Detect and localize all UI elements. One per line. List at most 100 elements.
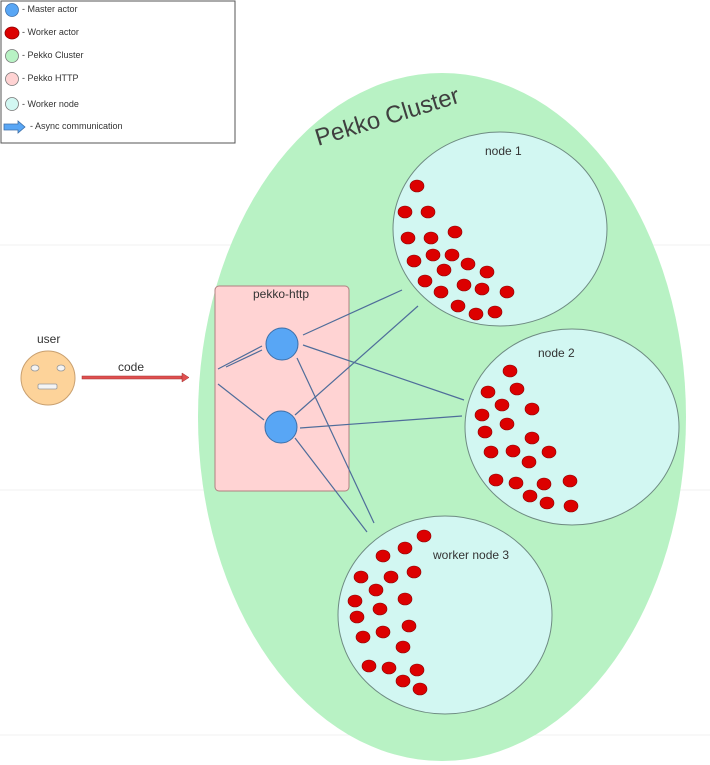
worker-actor-dot xyxy=(521,455,537,469)
worker-actor-dot xyxy=(536,477,552,491)
edge-m2-node1 xyxy=(294,305,419,416)
edge-http-master1 xyxy=(217,345,263,370)
worker-actor-dot xyxy=(444,248,460,262)
code-arrow xyxy=(81,372,190,383)
edge-m2-node3 xyxy=(294,437,368,533)
worker-actor-dot xyxy=(460,257,476,271)
worker-actor-dot xyxy=(400,231,416,245)
worker-actor-dot xyxy=(494,398,510,412)
worker-actor-dot xyxy=(562,474,578,488)
worker-actor-dot xyxy=(539,496,555,510)
worker-actor-dot xyxy=(412,682,428,696)
worker-node-3: worker node 3 xyxy=(337,515,553,715)
worker-actor-dot xyxy=(436,263,452,277)
worker-actor-dot xyxy=(375,625,391,639)
worker-actor-dot xyxy=(395,640,411,654)
worker-actor-dot xyxy=(483,445,499,459)
worker-actor-dot xyxy=(361,659,377,673)
worker-actor-dot xyxy=(347,594,363,608)
worker-actor-dot xyxy=(499,417,515,431)
node-3-label: worker node 3 xyxy=(432,548,509,562)
worker-actor-dot xyxy=(397,541,413,555)
worker-actor-dot xyxy=(368,583,384,597)
pekko-http-label: pekko-http xyxy=(253,287,309,301)
worker-actor-dot xyxy=(474,282,490,296)
worker-actor-dot xyxy=(406,565,422,579)
worker-node-legend-icon xyxy=(5,97,19,111)
worker-actor-dot xyxy=(383,570,399,584)
worker-actor-dot xyxy=(349,610,365,624)
worker-actor-dot xyxy=(397,592,413,606)
worker-actor-dot xyxy=(502,364,518,378)
legend-label-node: - Worker node xyxy=(22,99,79,109)
worker-actor-dot xyxy=(487,305,503,319)
worker-actor-dot xyxy=(524,402,540,416)
worker-actor-dot xyxy=(406,254,422,268)
worker-actor-dot xyxy=(417,274,433,288)
worker-actor-dot xyxy=(524,431,540,445)
worker-actor-dot xyxy=(488,473,504,487)
async-arrow-legend-icon xyxy=(3,120,26,134)
worker-actor-legend-icon xyxy=(4,26,20,40)
master-actor-legend-icon xyxy=(5,3,19,17)
worker-actors xyxy=(347,179,579,696)
legend: - Master actor - Worker actor - Pekko Cl… xyxy=(0,0,236,144)
worker-actor-dot xyxy=(381,661,397,675)
worker-actor-dot xyxy=(375,549,391,563)
edge-m1-node1 xyxy=(302,289,403,336)
legend-label-async: - Async communication xyxy=(30,121,123,131)
worker-actor-dot xyxy=(409,663,425,677)
worker-actor-dot xyxy=(505,444,521,458)
worker-actor-dot xyxy=(395,674,411,688)
legend-box xyxy=(0,0,236,144)
master-actor-2 xyxy=(264,410,298,444)
edge-m2-node2 xyxy=(299,415,463,429)
worker-node-1: node 1 xyxy=(392,131,608,327)
edge-http-master2 xyxy=(217,383,265,421)
worker-actor-dot xyxy=(450,299,466,313)
worker-actor-dot xyxy=(477,425,493,439)
legend-label-worker: - Worker actor xyxy=(22,27,79,37)
legend-label-http: - Pekko HTTP xyxy=(22,73,79,83)
worker-actor-dot xyxy=(425,248,441,262)
legend-label-cluster: - Pekko Cluster xyxy=(22,50,84,60)
user-label: user xyxy=(37,332,60,346)
worker-actor-dot xyxy=(353,570,369,584)
connection-edges xyxy=(217,289,465,533)
code-label: code xyxy=(118,360,144,374)
node-1-label: node 1 xyxy=(485,144,522,158)
edge-http-master1-b xyxy=(225,349,263,368)
node-2-label: node 2 xyxy=(538,346,575,360)
http-legend-icon xyxy=(5,72,19,86)
worker-actor-dot xyxy=(541,445,557,459)
user-face-icon xyxy=(20,350,76,406)
worker-actor-dot xyxy=(499,285,515,299)
worker-actor-dot xyxy=(508,476,524,490)
master-actor-1 xyxy=(265,327,299,361)
worker-actor-dot xyxy=(522,489,538,503)
worker-actor-dot xyxy=(563,499,579,513)
edge-m1-node3 xyxy=(296,357,375,524)
worker-actor-dot xyxy=(509,382,525,396)
worker-actor-dot xyxy=(355,630,371,644)
worker-actor-dot xyxy=(372,602,388,616)
worker-actor-dot xyxy=(456,278,472,292)
worker-actor-dot xyxy=(409,179,425,193)
worker-actor-dot xyxy=(423,231,439,245)
cluster-legend-icon xyxy=(5,49,19,63)
worker-actor-dot xyxy=(480,385,496,399)
legend-label-master: - Master actor xyxy=(22,4,78,14)
worker-actor-dot xyxy=(397,205,413,219)
worker-actor-dot xyxy=(479,265,495,279)
worker-actor-dot xyxy=(420,205,436,219)
worker-actor-dot xyxy=(401,619,417,633)
worker-node-2: node 2 xyxy=(464,328,680,526)
worker-actor-dot xyxy=(433,285,449,299)
worker-actor-dot xyxy=(474,408,490,422)
worker-actor-dot xyxy=(416,529,432,543)
pekko-http-box xyxy=(214,285,350,492)
worker-actor-dot xyxy=(447,225,463,239)
worker-actor-dot xyxy=(468,307,484,321)
edge-m1-node2 xyxy=(302,344,465,401)
